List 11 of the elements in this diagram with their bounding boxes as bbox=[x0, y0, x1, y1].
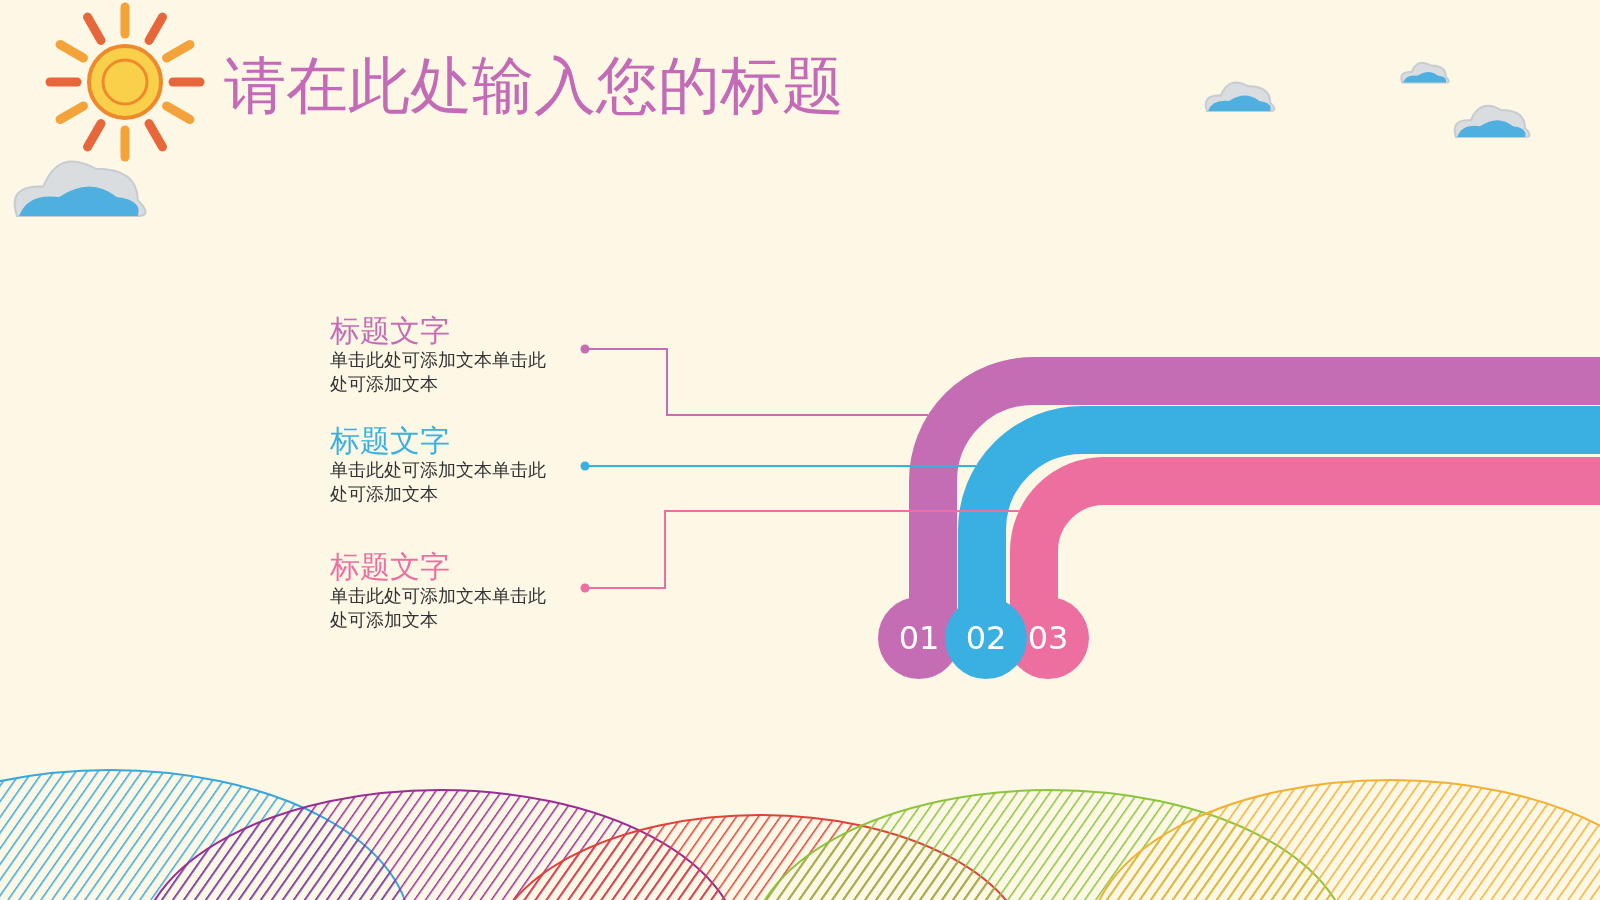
leader-line bbox=[580, 461, 977, 471]
item-heading: 标题文字 bbox=[330, 550, 450, 584]
item-description: 单击此处可添加文本单击此处可添加文本 bbox=[330, 348, 547, 396]
leader-line bbox=[580, 344, 929, 416]
title: 请在此处输入您的标题 bbox=[224, 48, 844, 124]
leader-line bbox=[580, 510, 1020, 593]
item-description: 单击此处可添加文本单击此处可添加文本 bbox=[330, 458, 547, 506]
numbered-band: 03 bbox=[1007, 457, 1600, 679]
item-heading: 标题文字 bbox=[330, 424, 450, 458]
item-description: 单击此处可添加文本单击此处可添加文本 bbox=[330, 584, 547, 632]
item-heading: 标题文字 bbox=[330, 314, 450, 348]
